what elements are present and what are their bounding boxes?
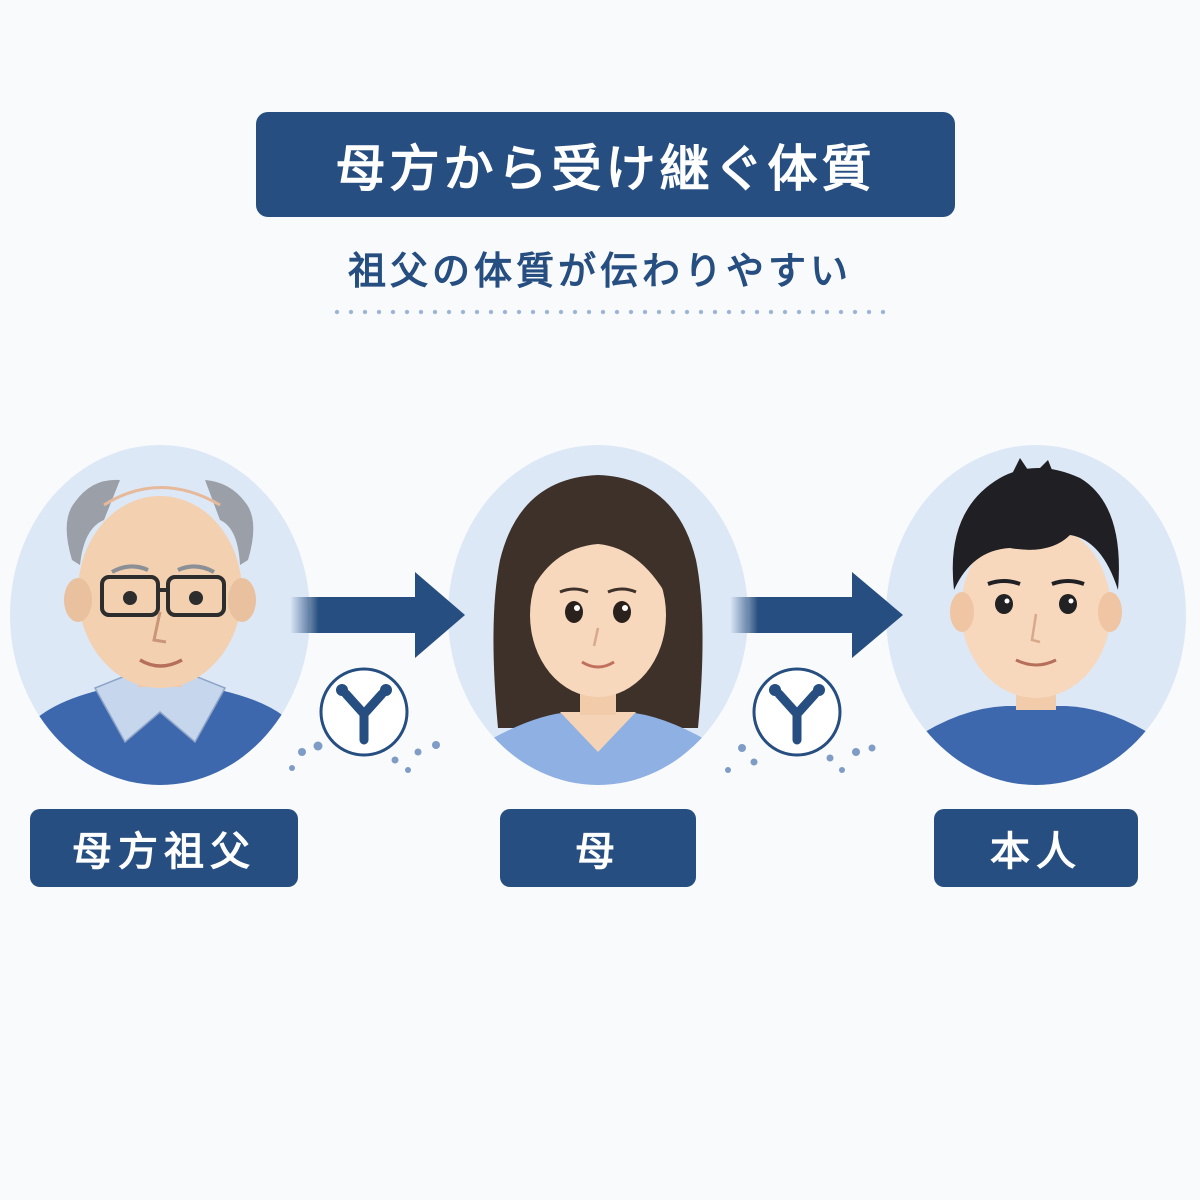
chromosome-icon	[319, 667, 409, 757]
mother-portrait	[448, 445, 748, 785]
decorative-dots	[289, 741, 876, 773]
title-banner: 母方から受け継ぐ体質	[256, 112, 955, 217]
label-self-text: 本人	[990, 829, 1082, 875]
label-mother: 母	[500, 809, 696, 887]
grandfather-portrait	[10, 445, 310, 785]
label-self: 本人	[934, 809, 1138, 887]
dotted-divider	[330, 309, 890, 315]
diagram-subtitle: 祖父の体質が伝わりやすい	[347, 249, 852, 293]
label-mother-text: 母	[575, 829, 621, 875]
chromosome-icon	[752, 667, 842, 757]
arrow-right-icon	[730, 572, 903, 658]
diagram-title: 母方から受け継ぐ体質	[335, 139, 876, 198]
label-grandfather: 母方祖父	[30, 809, 298, 887]
label-grandfather-text: 母方祖父	[72, 829, 256, 875]
self-portrait	[886, 445, 1186, 785]
arrow-right-icon	[290, 572, 465, 658]
